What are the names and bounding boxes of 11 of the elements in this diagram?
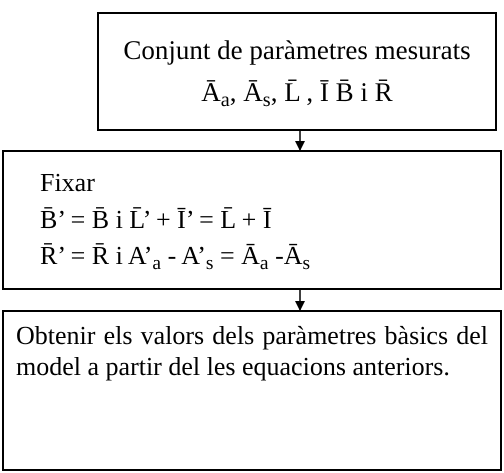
process-box [2, 310, 502, 471]
process-box [2, 150, 502, 290]
box-text: R̄’ = R̄ i A’$_{a}$ - A’$_{s}$ = Ā$_{a}$ -Ā$_{s}$ [40, 240, 310, 275]
arrow [295, 131, 305, 151]
box-text: Ā$_{a}$, Ā$_{s}$, L̄ , Ī B̄ i R̄ [201, 76, 393, 110]
box-text: Conjunt de paràmetres mesurats [123, 34, 471, 67]
process-box [97, 12, 497, 131]
box-text: Obtenir els valors dels paràmetres bàsics del model a partir del les equacions anteriors. [16, 320, 488, 382]
box-text: Fixar [40, 167, 95, 200]
arrow [295, 290, 305, 311]
box-text: B̄’ = B̄ i L̄’ + Ī’ = L̄ + Ī [40, 204, 272, 236]
